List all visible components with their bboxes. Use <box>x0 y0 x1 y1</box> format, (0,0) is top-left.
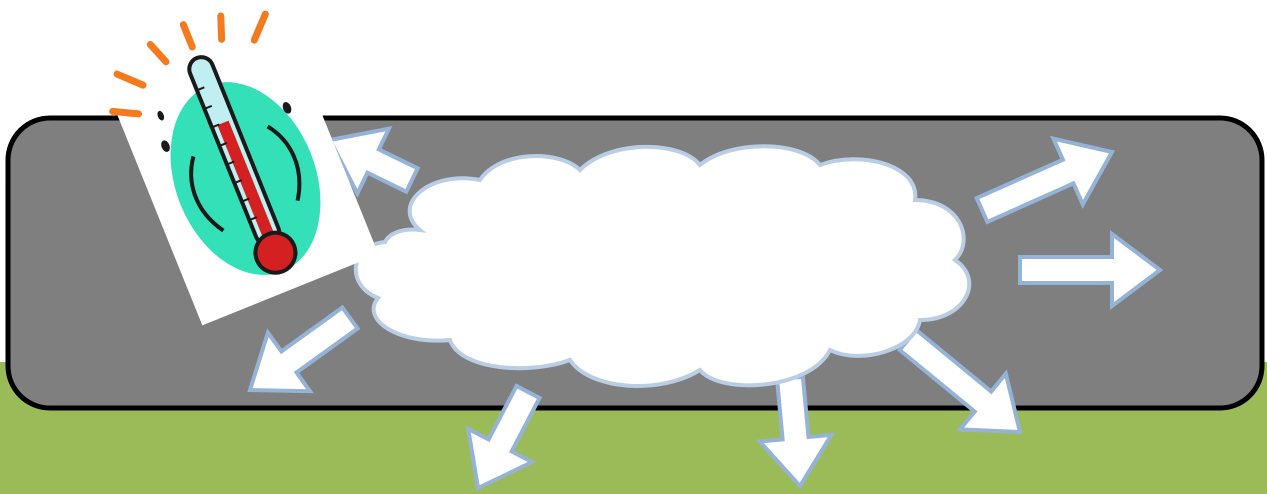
heat-diagram <box>0 0 1267 494</box>
diagram-canvas <box>0 0 1267 494</box>
